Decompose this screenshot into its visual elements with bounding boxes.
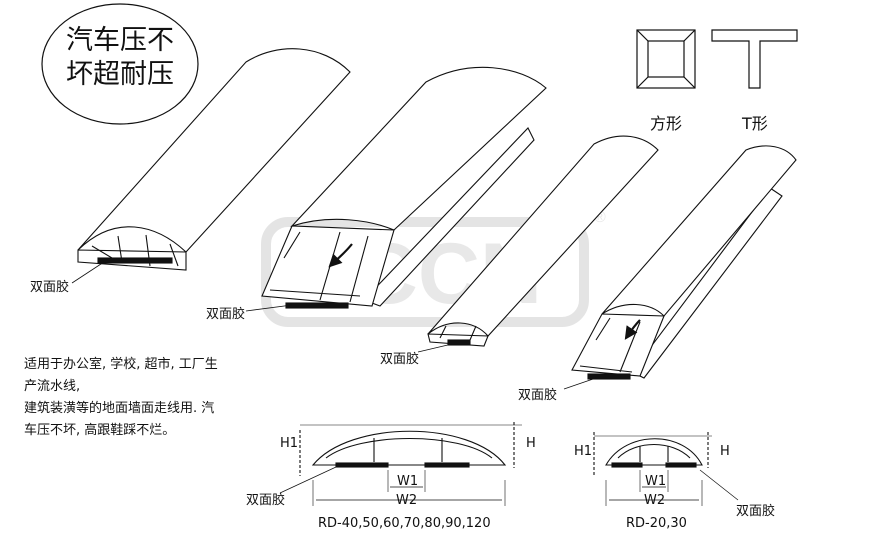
dim-h1-large: H1 [280, 436, 299, 451]
description-line: 适用于办公室, 学校, 超市, 工厂生 [24, 357, 218, 372]
description-line: 车压不坏, 高跟鞋踩不烂。 [24, 423, 176, 438]
badge-line-1: 汽车压不 [66, 25, 174, 56]
dim-w2-small: W2 [644, 493, 666, 508]
square-shape-label: 方形 [650, 114, 683, 133]
description-line: 产流水线, [24, 379, 81, 394]
model-label-small: RD-20,30 [626, 516, 687, 531]
cable-cover-product-1 [77, 48, 351, 271]
dim-h-small: H [720, 444, 730, 459]
tape-label-1: 双面胶 [30, 280, 70, 295]
t-shape-label: T形 [742, 114, 768, 133]
model-label-large: RD-40,50,60,70,80,90,120 [318, 516, 491, 531]
description-line: 建筑装潢等的地面墙面走线用. 汽 [24, 401, 215, 416]
cable-cover-product-2 [261, 66, 547, 309]
square-shape-icon [636, 29, 696, 89]
tape-label-2: 双面胶 [206, 307, 246, 322]
tape-label-3: 双面胶 [380, 352, 420, 367]
direction-arrow-icon [328, 243, 353, 268]
badge-ellipse [41, 3, 199, 125]
tape-label-small-section: 双面胶 [736, 504, 776, 519]
direction-arrow-icon [624, 319, 641, 340]
dim-w2-large: W2 [396, 493, 418, 508]
cross-section-large [279, 422, 522, 506]
dim-w1-small: W1 [645, 474, 667, 489]
tape-label-large-section: 双面胶 [246, 493, 286, 508]
dim-h1-small: H1 [574, 444, 593, 459]
cross-section-small [593, 432, 739, 506]
dim-h-large: H [526, 436, 536, 451]
dim-w1-large: W1 [397, 474, 419, 489]
badge-line-2: 坏超耐压 [66, 59, 174, 90]
t-shape-icon [711, 29, 798, 89]
leader-lines [71, 261, 597, 390]
cable-cover-product-3 [427, 135, 659, 347]
tape-label-4: 双面胶 [518, 388, 558, 403]
description-text: 适用于办公室, 学校, 超市, 工厂生 产流水线, 建筑装潢等的地面墙面走线用.… [24, 354, 218, 442]
cable-cover-product-4 [571, 145, 797, 380]
